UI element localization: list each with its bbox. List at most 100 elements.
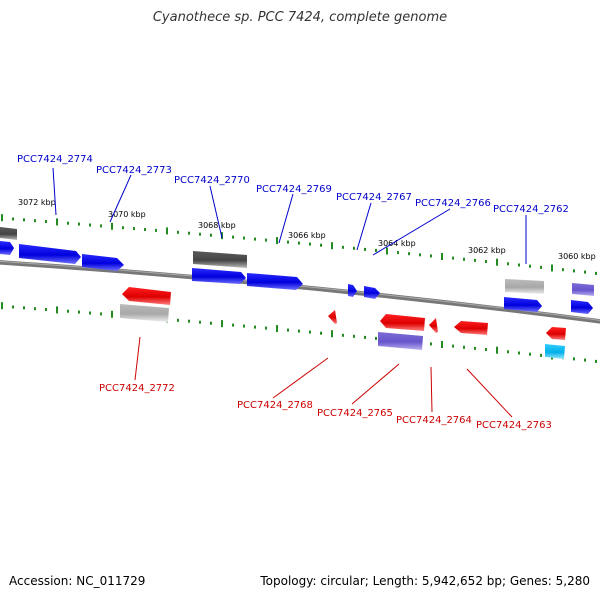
leader-line [430, 366, 433, 413]
gene-label-pcc7424-2773[interactable]: PCC7424_2773 [96, 165, 172, 176]
tick-mark [408, 252, 410, 256]
tick-mark [56, 306, 58, 314]
gene-arrow[interactable] [545, 344, 565, 359]
gene-arrow[interactable] [0, 227, 17, 240]
tick-mark [331, 330, 333, 338]
gene-arrow[interactable] [429, 318, 438, 333]
gene-arrow[interactable] [454, 321, 488, 335]
tick-mark [144, 228, 146, 231]
gene-label-pcc7424-2770[interactable]: PCC7424_2770 [174, 175, 250, 186]
tick-mark [265, 326, 267, 330]
tick-mark [463, 257, 465, 261]
leader-line [356, 202, 372, 251]
gene-arrow[interactable] [120, 304, 169, 322]
tick-mark [100, 224, 102, 228]
genome-backbone [0, 260, 600, 324]
tick-mark [529, 264, 531, 268]
tick-mark [188, 319, 190, 323]
tick-mark [78, 222, 80, 226]
tick-mark [276, 237, 278, 245]
tick-mark [331, 242, 333, 250]
tick-mark [386, 247, 388, 255]
tick-mark [243, 324, 245, 328]
gene-label-pcc7424-2768[interactable]: PCC7424_2768 [237, 400, 313, 411]
leader-line [351, 363, 400, 405]
tick-mark [320, 331, 322, 335]
gene-label-pcc7424-2769[interactable]: PCC7424_2769 [256, 184, 332, 195]
tick-mark [232, 323, 234, 327]
gene-label-pcc7424-2765[interactable]: PCC7424_2765 [317, 408, 393, 419]
gene-label-pcc7424-2763[interactable]: PCC7424_2763 [476, 420, 552, 431]
tick-mark [375, 248, 377, 252]
tick-mark [78, 310, 80, 314]
tick-mark [320, 243, 322, 247]
gene-arrow[interactable] [364, 286, 380, 299]
kbp-label: 3064 kbp [378, 239, 416, 248]
tick-mark [111, 222, 113, 230]
gene-arrow[interactable] [378, 332, 423, 350]
gene-label-pcc7424-2767[interactable]: PCC7424_2767 [336, 192, 412, 203]
tick-mark [210, 321, 212, 325]
tick-mark [89, 311, 91, 315]
gene-arrow[interactable] [192, 268, 246, 284]
gene-arrow[interactable] [380, 314, 425, 331]
leader-line [52, 167, 57, 216]
gene-arrow[interactable] [572, 283, 594, 296]
tick-mark [452, 256, 454, 260]
page-title: Cyanothece sp. PCC 7424, complete genome [152, 10, 448, 25]
genome-summary-text: Topology: circular; Length: 5,942,652 bp… [260, 574, 590, 588]
gene-arrow[interactable] [571, 300, 593, 314]
tick-mark [1, 214, 3, 222]
gene-label-pcc7424-2772[interactable]: PCC7424_2772 [99, 383, 175, 394]
tick-mark [177, 230, 179, 234]
tick-mark [254, 237, 256, 241]
tick-mark [507, 262, 509, 266]
gene-arrow[interactable] [122, 287, 171, 305]
tick-mark [309, 242, 311, 246]
gene-arrow[interactable] [19, 244, 81, 264]
gene-arrow[interactable] [328, 310, 337, 324]
tick-mark [353, 246, 355, 250]
tick-mark [276, 325, 278, 333]
tick-mark [177, 318, 179, 322]
gene-arrow[interactable] [247, 273, 303, 290]
leader-line [109, 174, 132, 223]
tick-mark [23, 218, 25, 222]
tick-mark [397, 251, 399, 255]
tick-mark [518, 351, 520, 355]
leader-line [272, 357, 329, 399]
kbp-label: 3070 kbp [108, 210, 146, 219]
gene-arrow[interactable] [0, 241, 14, 255]
leader-line [278, 193, 294, 244]
tick-mark [595, 359, 597, 363]
tick-mark [485, 260, 487, 263]
tick-mark [496, 346, 498, 354]
gene-arrow[interactable] [82, 254, 124, 271]
tick-mark [56, 218, 58, 226]
forward-strand-features [0, 227, 594, 314]
gene-label-pcc7424-2764[interactable]: PCC7424_2764 [396, 415, 472, 426]
tick-mark [419, 253, 421, 257]
gene-arrow[interactable] [348, 284, 357, 297]
tick-mark [430, 254, 432, 258]
gene-label-pcc7424-2762[interactable]: PCC7424_2762 [493, 204, 569, 215]
tick-mark [452, 344, 454, 348]
reverse-strand-features [120, 287, 566, 359]
gene-arrow[interactable] [193, 251, 247, 268]
gene-arrow[interactable] [504, 297, 542, 312]
tick-mark [155, 228, 157, 232]
tick-mark [221, 320, 223, 328]
gene-arrow[interactable] [546, 327, 566, 340]
tick-mark [562, 268, 564, 272]
kbp-label: 3066 kbp [288, 231, 326, 240]
tick-mark [12, 217, 14, 221]
tick-mark [287, 328, 289, 332]
gene-label-pcc7424-2766[interactable]: PCC7424_2766 [415, 198, 491, 209]
gene-label-pcc7424-2774[interactable]: PCC7424_2774 [17, 154, 93, 165]
tick-mark [518, 263, 520, 267]
tick-mark [210, 233, 212, 237]
gene-arrow[interactable] [505, 279, 544, 294]
tick-mark [34, 219, 36, 223]
tick-mark [463, 345, 465, 349]
